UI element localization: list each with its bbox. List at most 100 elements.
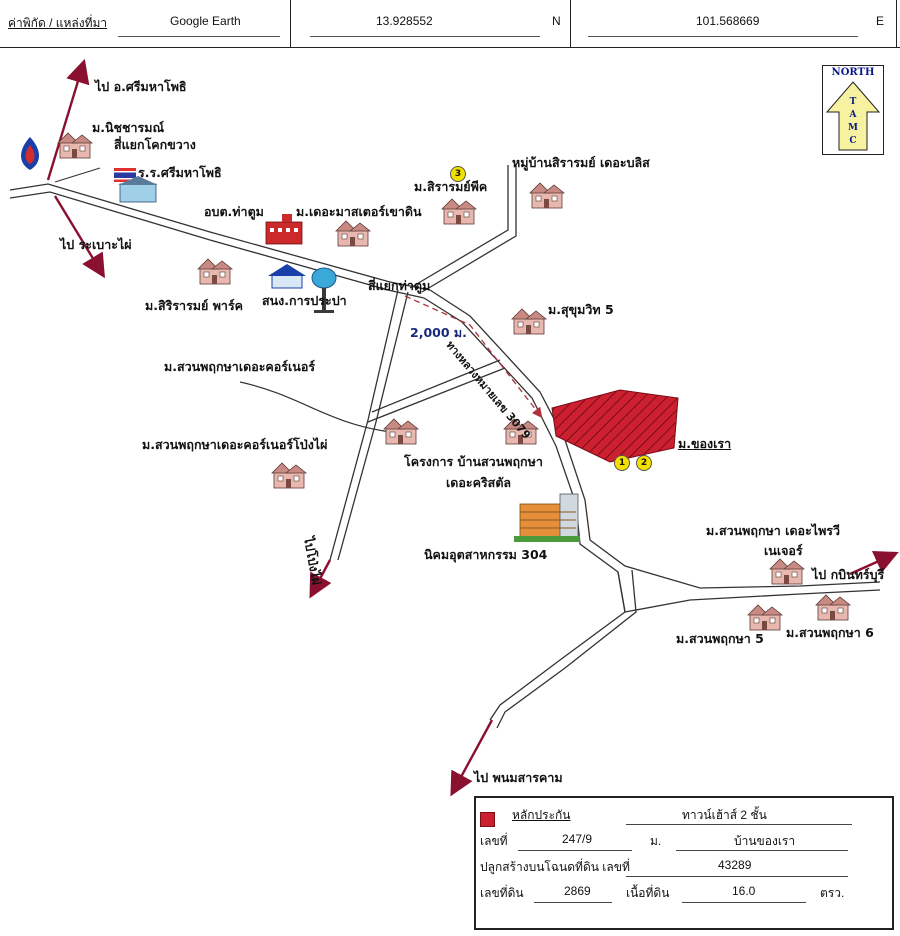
- land-no-value: 2869: [564, 884, 591, 898]
- longitude-value: 101.568669: [696, 14, 760, 28]
- land-no-underline: [534, 902, 612, 903]
- label-abt-tha-tum: อบต.ท่าตูม: [204, 204, 264, 219]
- label-water-office: สนง.การประปา: [262, 293, 347, 308]
- label-to-sri-maha-phot: ไป อ.ศรีมหาโพธิ: [95, 79, 187, 94]
- longitude-cell: 101.568669 E: [570, 0, 897, 47]
- source-label: ค่าพิกัด / แหล่งที่มา: [8, 16, 108, 30]
- house-icon-nichcharom: [57, 132, 93, 159]
- label-crystal-name: เดอะคริสตัล: [446, 475, 512, 490]
- label-suan-corner: ม.สวนพฤกษาเดอะคอร์เนอร์: [164, 359, 316, 374]
- label-industrial: นิคมอุตสาหกรรม 304: [424, 547, 548, 562]
- source-cell: ค่าพิกัด / แหล่งที่มา Google Earth: [0, 0, 291, 47]
- label-crystal-project: โครงการ บ้านสวนพฤกษา: [404, 454, 543, 469]
- label-to-prachinburi: ไป กบินทร์บุรี: [812, 567, 885, 582]
- label-suan-privy-nature: เนเจอร์: [764, 543, 803, 558]
- badge-1: 1: [614, 455, 630, 471]
- label-sirarom-park: ม.สิริรารมย์ พาร์ค: [145, 298, 244, 313]
- badge-2: 2: [636, 455, 652, 471]
- longitude-direction: E: [876, 14, 885, 28]
- moo-value: บ้านของเรา: [734, 834, 796, 848]
- label-suan6: ม.สวนพฤกษา 6: [786, 625, 874, 640]
- distance-dashed-arrow: [404, 295, 543, 419]
- number-value: 247/9: [562, 832, 593, 846]
- pointer-line: [54, 167, 101, 183]
- arrow-prachinburi: [849, 550, 899, 576]
- north-title: NORTH: [831, 67, 875, 78]
- water-tower-icon: [311, 267, 337, 313]
- road-3079-south: [429, 289, 881, 589]
- latitude-underline: [310, 36, 540, 37]
- house-icon-privy: [769, 558, 805, 585]
- arrow-rabao-phai: [53, 195, 105, 279]
- latitude-cell: 13.928552 N: [290, 0, 571, 47]
- label-sirarom-phet: ม.สิรารมย์พีค: [414, 179, 488, 194]
- fuel-station-icon: [21, 137, 39, 170]
- house-icon-sirarom-phet: [441, 198, 477, 225]
- label-suan-corner-pongphai: ม.สวนพฤกษาเดอะคอร์เนอร์โป่งไผ่: [142, 437, 328, 452]
- label-nichcharom: ม.นิชชารมณ์: [92, 120, 165, 135]
- collateral-label: หลักประกัน: [512, 808, 571, 822]
- house-icon-sirarom-park: [197, 258, 233, 285]
- label-tha-tum-junction: สี่แยกท่าตูม: [368, 278, 431, 293]
- office-icon: [265, 214, 303, 245]
- arrow-phanom: [450, 719, 494, 797]
- badge-3: 3: [450, 166, 466, 182]
- road-to-sirarom: [409, 165, 509, 289]
- number-label: เลขที่: [480, 834, 508, 848]
- road-to-phanom: [489, 571, 626, 721]
- coordinate-header: ค่าพิกัด / แหล่งที่มา Google Earth 13.92…: [0, 0, 900, 48]
- subject-plot: [551, 389, 679, 463]
- property-info-box: หลักประกัน ทาวน์เฮ้าส์ 2 ชั้น เลขที่ 247…: [474, 796, 894, 930]
- house-icon-sukhumvit5: [511, 308, 547, 335]
- main-road-west: [9, 183, 431, 291]
- area-label: เนื้อที่ดิน: [626, 886, 670, 900]
- deed-underline: [626, 876, 848, 877]
- latitude-direction: N: [552, 14, 561, 28]
- suan-corner-leader: [239, 381, 393, 433]
- moo-underline: [676, 850, 848, 851]
- arrow-pong-phai: [309, 559, 332, 599]
- label-suan-privy: ม.สวนพฤกษา เดอะไพรวี: [706, 523, 841, 538]
- label-to-phanom: ไป พนมสารคาม: [474, 770, 563, 785]
- deed-value: 43289: [718, 858, 752, 872]
- north-arrow-icon: [825, 81, 881, 151]
- arrow-sri-maha-phot: [46, 58, 90, 181]
- water-office-icon: [268, 264, 306, 289]
- plot-legend-swatch: [480, 812, 495, 827]
- label-distance: 2,000 ม.: [410, 325, 467, 340]
- collateral-underline: [626, 824, 852, 825]
- house-icon-suan5: [747, 604, 783, 631]
- collateral-value: ทาวน์เฮ้าส์ 2 ชั้น: [682, 808, 767, 822]
- label-the-master: ม.เดอะมาสเตอร์เขาดิน: [296, 204, 422, 219]
- land-no-label: เลขที่ดิน: [480, 886, 524, 900]
- direction-arrows: [46, 58, 899, 797]
- north-sign: NORTH T A M C: [822, 65, 884, 155]
- source-value: Google Earth: [170, 14, 241, 28]
- longitude-underline: [588, 36, 858, 37]
- number-underline: [518, 850, 632, 851]
- area-value: 16.0: [732, 884, 756, 898]
- latitude-value: 13.928552: [376, 14, 433, 28]
- source-underline: [118, 36, 280, 37]
- road-suan-corner: [371, 359, 501, 413]
- house-icon-suan6: [815, 594, 851, 621]
- label-sirarom-bliss: หมู่บ้านสิรารมย์ เดอะบลิส: [512, 155, 650, 170]
- label-to-rabao-phai: ไป ระเบาะไผ่: [60, 237, 132, 252]
- industrial-building-icon: [514, 493, 580, 542]
- deed-label: ปลูกสร้างบนโฉนดที่ดิน เลขที่: [480, 860, 630, 874]
- road-network: [9, 165, 881, 729]
- house-icon-pongphai: [271, 462, 307, 489]
- moo-label: ม.: [650, 834, 662, 848]
- label-suan5: ม.สวนพฤกษา 5: [676, 631, 764, 646]
- area-unit: ตรว.: [820, 886, 845, 900]
- area-underline: [682, 902, 806, 903]
- school-icon: [114, 168, 158, 203]
- label-khok-khwang: สี่แยกโคกขวาง: [114, 137, 196, 152]
- house-icon-the-master: [335, 220, 371, 247]
- label-our-village: ม.ของเรา: [678, 436, 732, 451]
- north-letters: T A M C: [848, 97, 858, 146]
- label-sukhumvit5: ม.สุขุมวิท 5: [548, 302, 614, 317]
- house-icon-sirarom-bliss: [529, 182, 565, 209]
- label-school: ร.ร.ศรีมหาโพธิ: [138, 165, 222, 180]
